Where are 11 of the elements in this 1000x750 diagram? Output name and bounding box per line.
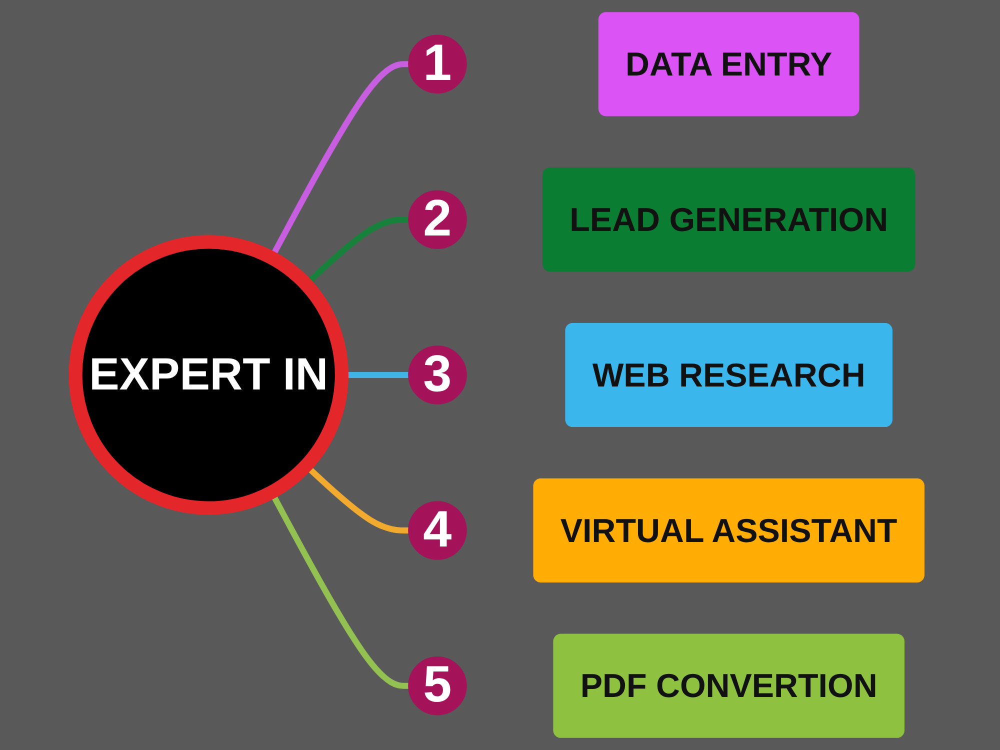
node-box: LEAD GENERATION	[542, 168, 916, 272]
node-box: VIRTUAL ASSISTANT	[533, 478, 924, 582]
node-circle: 5	[408, 656, 467, 716]
node-circle: 3	[408, 346, 467, 404]
node-circle: 2	[408, 190, 467, 249]
node-circle: 4	[408, 501, 467, 560]
node-circle: EXPERT IN	[68, 235, 348, 515]
node-box: PDF CONVERTION	[553, 634, 904, 738]
node-box: DATA ENTRY	[598, 12, 860, 116]
node-box: WEB RESEARCH	[565, 322, 892, 428]
node-circle: 1	[408, 34, 467, 94]
